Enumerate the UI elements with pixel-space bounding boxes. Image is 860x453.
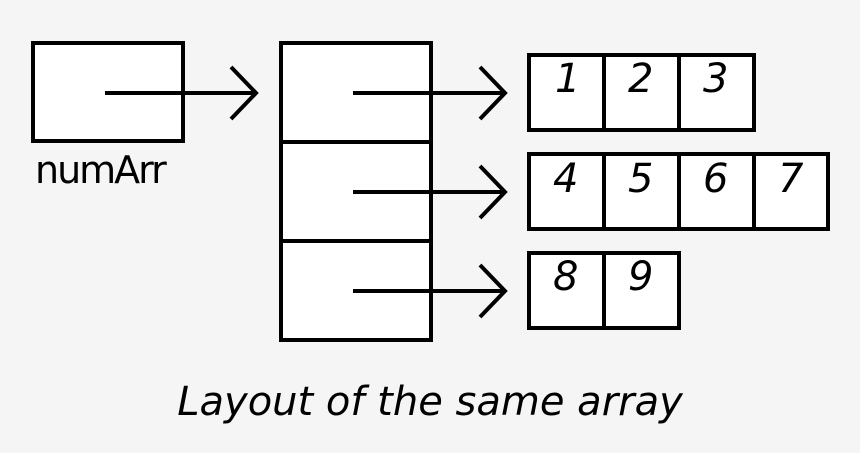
array-cell-value: 4 xyxy=(553,156,578,202)
array-cell xyxy=(527,251,606,330)
array-cell-value: 8 xyxy=(553,254,578,300)
array-cell xyxy=(602,152,681,231)
array-cell-value: 7 xyxy=(778,156,804,202)
row-1-pointer-arrow xyxy=(353,164,508,220)
array-cell xyxy=(602,53,681,132)
array-cell-value: 2 xyxy=(628,56,653,102)
array-cell xyxy=(602,251,681,330)
array-cell xyxy=(677,53,756,132)
row-2-pointer-arrow xyxy=(353,263,508,319)
array-cell xyxy=(752,152,830,231)
array-row-0: 1 2 3 xyxy=(527,53,756,132)
array-row-1: 4 5 6 7 xyxy=(527,152,830,231)
array-cell-value: 5 xyxy=(628,156,653,202)
diagram-caption: Layout of the same array xyxy=(177,379,684,425)
array-cell-value: 3 xyxy=(703,56,728,102)
row-0-pointer-arrow xyxy=(353,65,508,121)
array-cell-value: 1 xyxy=(555,56,580,102)
array-cell-value: 9 xyxy=(628,254,653,300)
array-cell-value: 6 xyxy=(703,156,728,202)
variable-label: numArr xyxy=(35,148,167,192)
variable-pointer-arrow xyxy=(105,65,259,121)
array-row-2: 8 9 xyxy=(527,251,681,330)
array-cell xyxy=(527,152,606,231)
